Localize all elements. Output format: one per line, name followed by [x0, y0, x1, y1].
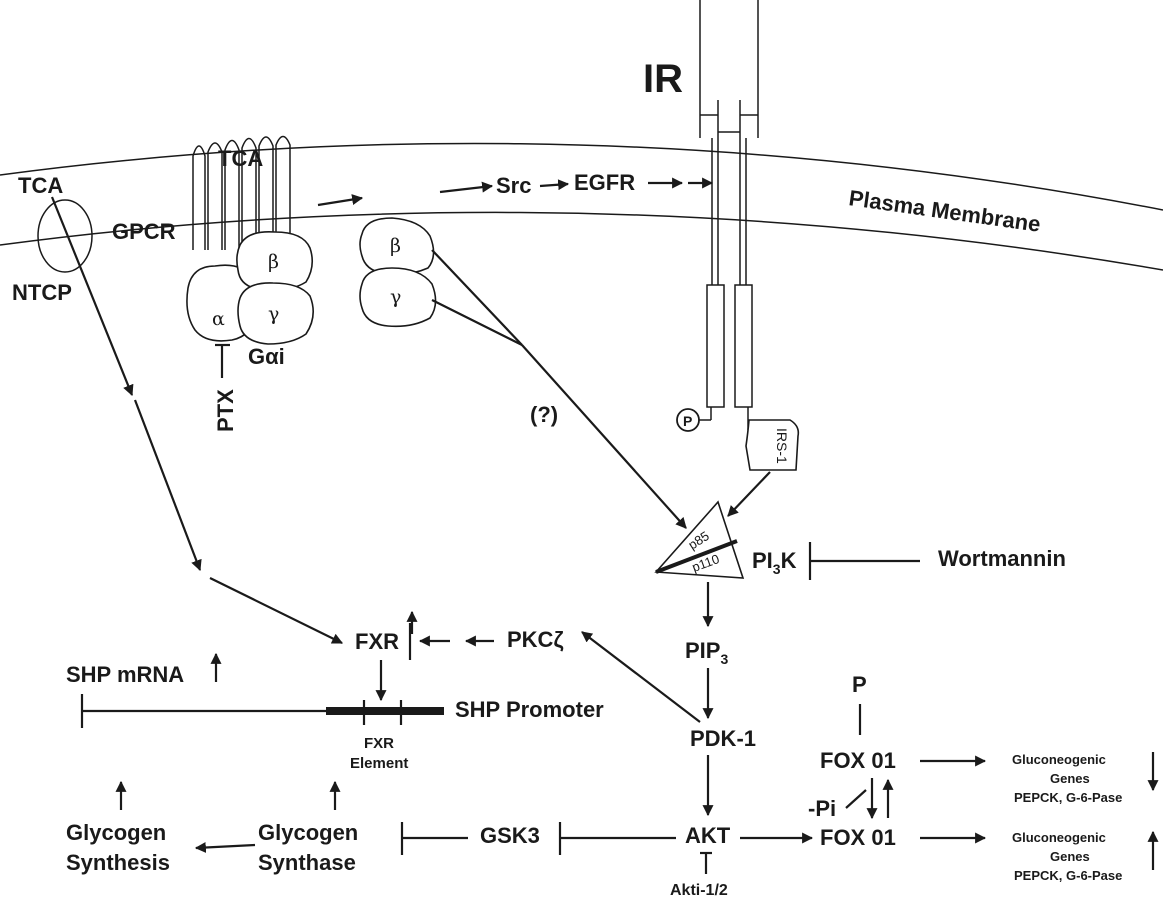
- ir-label: IR: [643, 57, 683, 101]
- glycogen-synthesis-label-1: Glycogen: [66, 820, 166, 845]
- pkc-label: PKCζ: [507, 627, 564, 652]
- synthase-to-synthesis-arrow: [196, 845, 255, 848]
- gluco-top-line-3: PEPCK, G-6-Pase: [1014, 790, 1122, 805]
- glycogen-synthase-label-2: Synthase: [258, 850, 356, 875]
- akti-label: Akti-1/2: [670, 882, 728, 899]
- ntcp-transporter: [38, 200, 92, 272]
- pip3-label: PIP3: [685, 638, 728, 667]
- gamma-label: γ: [268, 303, 279, 325]
- tca-label-gpcr: TCA: [218, 146, 263, 171]
- fox01-top-label: FOX 01: [820, 748, 896, 773]
- wortmannin-label: Wortmannin: [938, 546, 1066, 571]
- akt-label: AKT: [685, 823, 731, 848]
- gluco-bottom-line-3: PEPCK, G-6-Pase: [1014, 868, 1122, 883]
- fxr-element-label-2: Element: [350, 755, 408, 772]
- g-alpha-i-label: Gαi: [248, 344, 285, 369]
- gluco-top-line-2: Genes: [1050, 771, 1090, 786]
- gluco-bottom-line-1: Gluconeogenic: [1012, 830, 1106, 845]
- to-src-arrow: [440, 186, 492, 192]
- fxr-element-label-1: FXR: [364, 735, 394, 752]
- ntcp-label: NTCP: [12, 280, 72, 305]
- free-beta-label: β: [390, 235, 401, 257]
- p-top-label: P: [852, 672, 867, 697]
- src-label: Src: [496, 173, 531, 198]
- phosphate-label: P: [683, 413, 692, 429]
- egfr-label: EGFR: [574, 170, 635, 195]
- pdk1-label: PDK-1: [690, 726, 756, 751]
- beta-gamma-line-2: [432, 300, 522, 345]
- gpcr-label: GPCR: [112, 219, 176, 244]
- pi3k-label: PI3K: [752, 548, 797, 577]
- gluco-bottom-line-2: Genes: [1050, 849, 1090, 864]
- fxr-label: FXR: [355, 629, 399, 654]
- tca-to-fxr-arrow-1: [135, 400, 200, 570]
- glycogen-synthase-label-1: Glycogen: [258, 820, 358, 845]
- plasma-membrane-label: Plasma Membrane: [847, 185, 1042, 237]
- shp-promoter-label: SHP Promoter: [455, 697, 604, 722]
- shp-mrna-label: SHP mRNA: [66, 662, 184, 687]
- pi-link-line: [846, 790, 866, 808]
- question-label: (?): [530, 402, 558, 427]
- insulin-receptor: [700, 0, 758, 430]
- tca-to-fxr-arrow-2: [210, 578, 342, 643]
- irs1-label: IRS-1: [774, 428, 790, 464]
- beta-gamma-line-1: [432, 250, 522, 345]
- tca-label-left: TCA: [18, 173, 63, 198]
- beta-label: β: [268, 251, 279, 273]
- gsk3-label: GSK3: [480, 823, 540, 848]
- ptx-label: PTX: [213, 389, 238, 432]
- alpha-label: α: [212, 308, 225, 330]
- gluco-top-line-1: Gluconeogenic: [1012, 752, 1106, 767]
- beta-gamma-to-pi3k-arrow: [522, 345, 686, 528]
- src-to-egfr-arrow: [540, 184, 568, 186]
- pi-label: -Pi: [808, 796, 836, 821]
- glycogen-synthesis-label-2: Synthesis: [66, 850, 170, 875]
- fox01-bottom-label: FOX 01: [820, 825, 896, 850]
- gpcr-to-src-arrow: [318, 198, 362, 205]
- free-gamma-label: γ: [390, 286, 401, 308]
- irs1-to-pi3k-arrow: [728, 472, 770, 516]
